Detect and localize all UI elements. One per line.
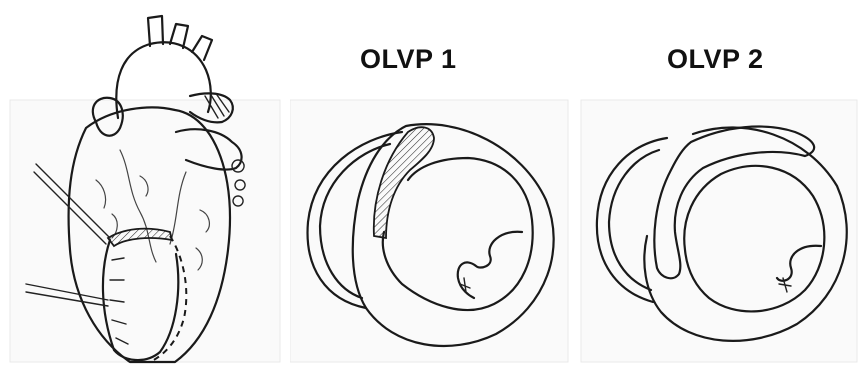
olvp2-panel: OLVP 2	[575, 0, 864, 369]
olvp2-cross-section	[575, 0, 864, 369]
vessel-branch-3	[192, 36, 212, 60]
heart-illustration-panel	[0, 0, 290, 369]
heart-illustration	[0, 0, 290, 369]
olvp1-panel: OLVP 1	[290, 0, 575, 369]
olvp1-cross-section	[290, 0, 575, 369]
olvp2-panel-background	[581, 100, 857, 362]
